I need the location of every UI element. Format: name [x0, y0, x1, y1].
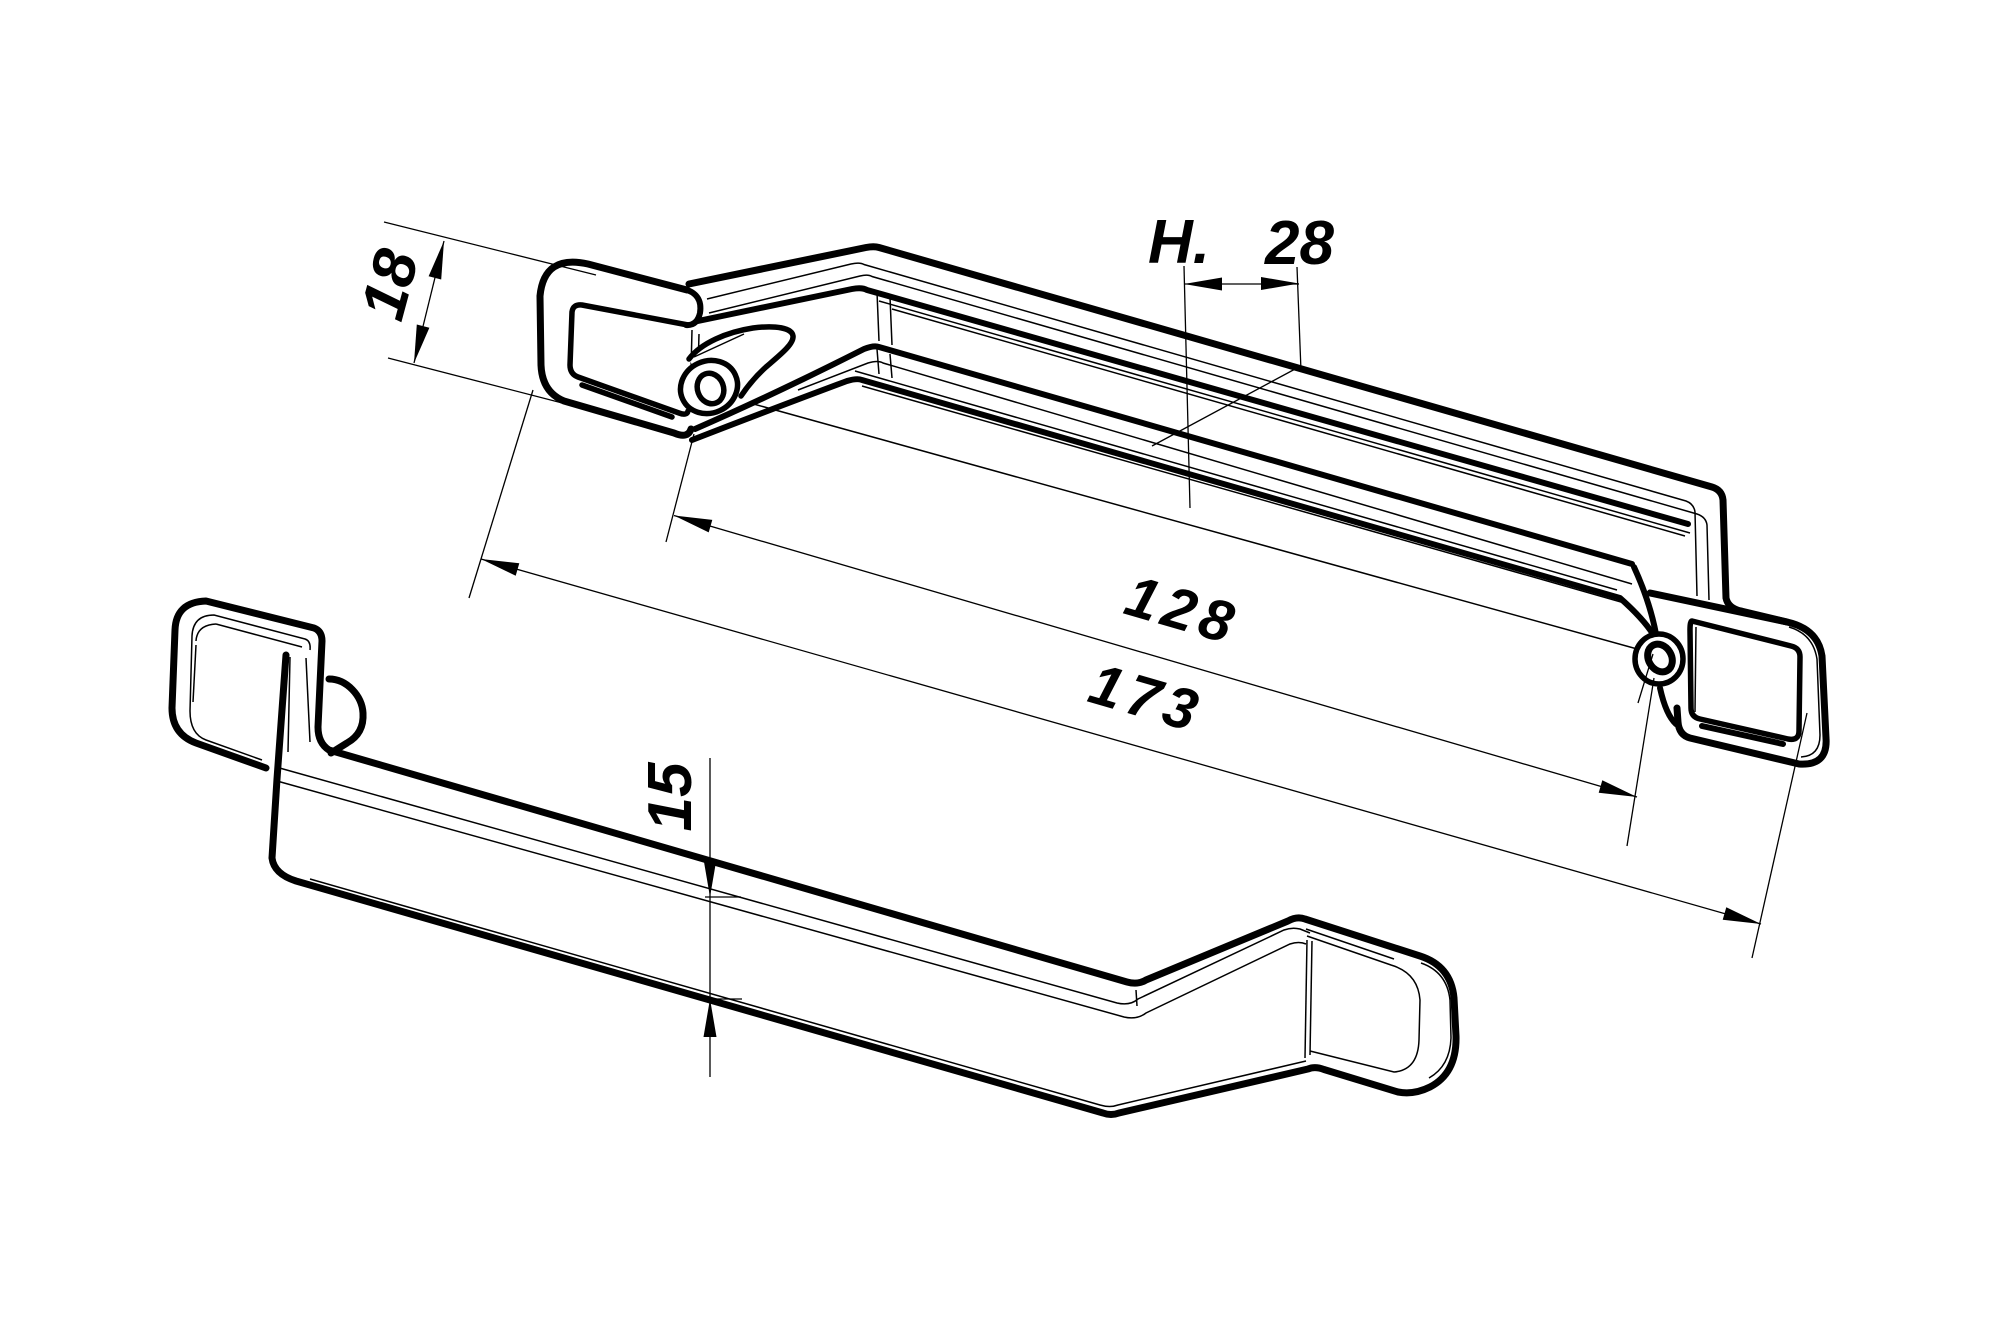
svg-text:H.: H. [1148, 208, 1210, 277]
svg-text:15: 15 [636, 761, 705, 831]
svg-text:28: 28 [1264, 209, 1334, 278]
